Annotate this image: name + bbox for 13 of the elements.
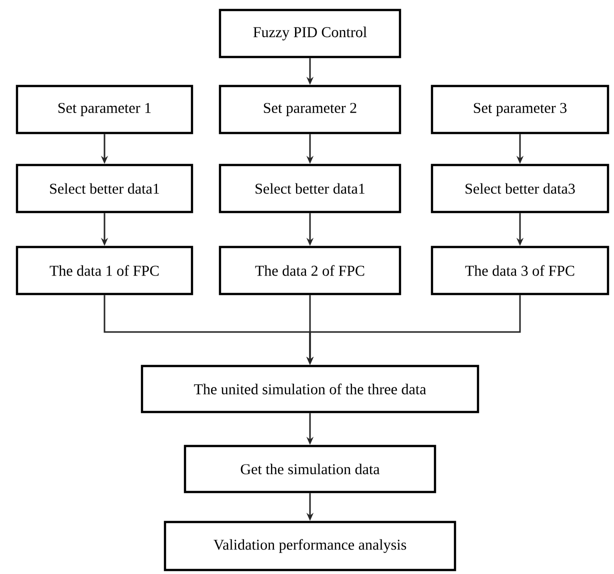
process-box: Get the simulation data: [184, 444, 436, 494]
process-box: The data 2 of FPC: [218, 246, 402, 296]
process-box: The united simulation of the three data: [140, 364, 480, 414]
process-box: Fuzzy PID Control: [218, 8, 402, 58]
process-box: The data 1 of FPC: [16, 246, 194, 296]
process-box: Set parameter 1: [16, 84, 194, 134]
process-box: Set parameter 3: [430, 84, 610, 134]
process-box: Select better data3: [430, 164, 610, 214]
process-box: Validation performance analysis: [164, 520, 456, 572]
process-box: Select better data1: [218, 164, 402, 214]
process-box: The data 3 of FPC: [430, 246, 610, 296]
process-box: Select better data1: [16, 164, 194, 214]
process-box: Set parameter 2: [218, 84, 402, 134]
